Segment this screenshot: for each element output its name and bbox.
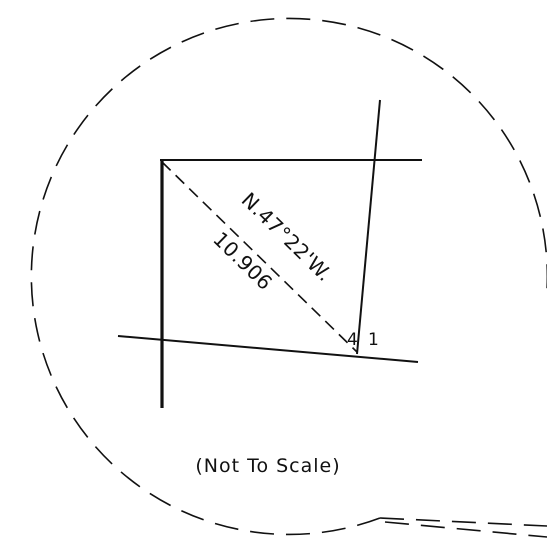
leader-line-upper — [379, 517, 547, 527]
distance-label: 10.906 — [208, 227, 277, 295]
bottom-boundary-line — [117, 335, 419, 363]
diagonal-tie-line — [161, 161, 358, 353]
detail-circle — [30, 17, 547, 536]
scale-note: (Not To Scale) — [195, 455, 340, 477]
right-boundary-line — [356, 99, 381, 355]
corner-label-right: 1 — [368, 330, 379, 350]
corner-label-left: 4 — [347, 330, 358, 350]
leader-line-lower — [384, 521, 547, 538]
